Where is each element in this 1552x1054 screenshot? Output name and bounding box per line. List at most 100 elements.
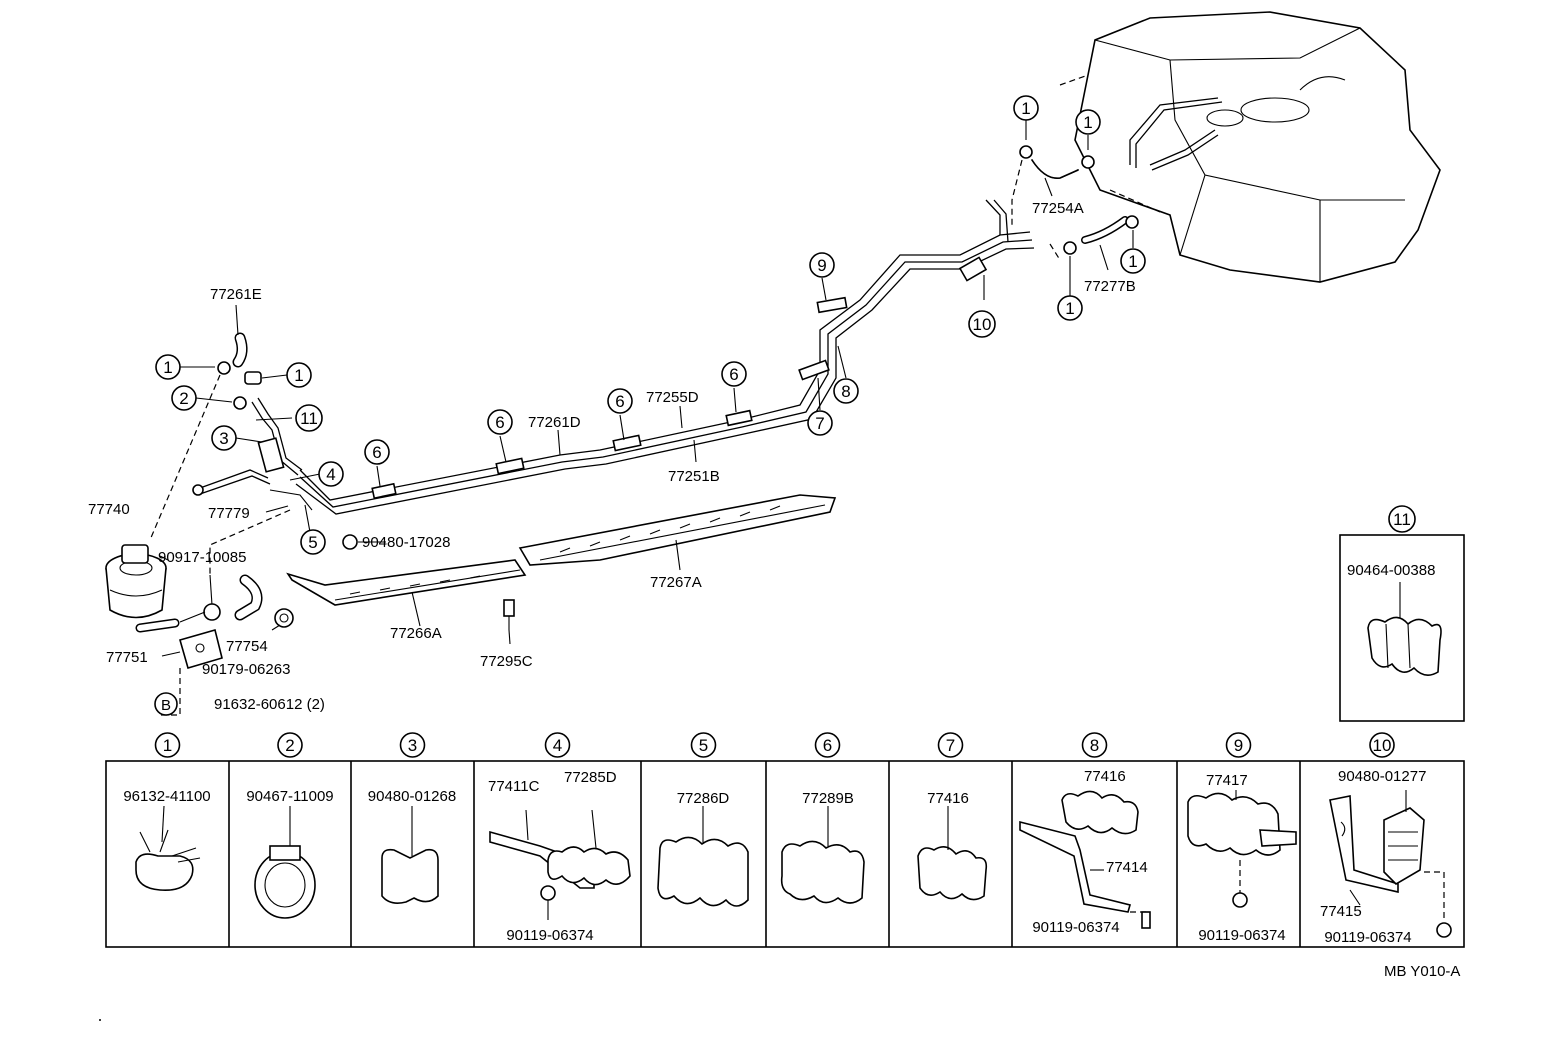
svg-text:1: 1 (1083, 113, 1092, 132)
tank-hoses (1011, 120, 1139, 261)
callout-circles: 1 1 2 11 3 4 5 6 6 6 6 7 8 9 10 1 1 1 1 … (154, 95, 1146, 716)
callout-1-d: 1 (1075, 109, 1101, 135)
svg-text:3: 3 (219, 429, 228, 448)
callout-1-a: 1 (155, 354, 181, 380)
svg-text:1: 1 (1128, 252, 1137, 271)
table-part-label: 90480-01268 (368, 788, 456, 805)
svg-text:6: 6 (729, 365, 738, 384)
svg-text:4: 4 (326, 465, 335, 484)
table-header-3: 3 (399, 732, 426, 758)
inset-part-11: 11 90464-00388 (1339, 505, 1465, 722)
table-part-label: 77286D (677, 790, 730, 807)
label-77254A: 77254A (1032, 200, 1084, 217)
table-header-num: 6 (823, 736, 832, 755)
callout-6-c: 6 (607, 388, 633, 414)
table-header-num: 4 (553, 736, 562, 755)
label-77261E: 77261E (210, 286, 262, 303)
table-part-drawings (135, 790, 1452, 938)
diagram-code: MB Y010-A (1384, 963, 1460, 980)
table-header-num: 7 (946, 736, 955, 755)
table-header-num: 8 (1090, 736, 1099, 755)
table-part-label: 96132-41100 (123, 788, 210, 805)
label-77779: 77779 (208, 505, 250, 522)
callout-2: 2 (171, 385, 197, 411)
callout-1-f: 1 (1057, 295, 1083, 321)
svg-text:B: B (161, 697, 171, 714)
table-header-8: 8 (1081, 732, 1108, 758)
table-header-num: 10 (1373, 736, 1392, 755)
callout-6-b: 6 (487, 409, 513, 435)
table-header-num: 1 (163, 736, 172, 755)
svg-text:11: 11 (300, 409, 318, 428)
label-77751: 77751 (106, 649, 148, 666)
table-headers: 1 2 3 4 5 6 7 8 9 10 (154, 732, 1395, 758)
svg-text:6: 6 (615, 392, 624, 411)
svg-text:6: 6 (495, 413, 504, 432)
svg-text:7: 7 (815, 414, 824, 433)
table-header-num: 2 (285, 736, 294, 755)
callout-10: 10 (968, 310, 996, 338)
callout-1-e: 1 (1120, 248, 1146, 274)
label-77754: 77754 (226, 638, 268, 655)
table-header-6: 6 (814, 732, 841, 758)
parts-table (105, 760, 1465, 948)
svg-text:1: 1 (1065, 299, 1074, 318)
label-90480-17028: 90480-17028 (362, 534, 450, 551)
label-77277B: 77277B (1084, 278, 1136, 295)
label-77251B: 77251B (668, 468, 720, 485)
table-header-7: 7 (937, 732, 964, 758)
label-90179-06263: 90179-06263 (202, 661, 290, 678)
callout-1-b: 1 (286, 362, 312, 388)
table-header-2: 2 (277, 732, 303, 758)
table-part-label: 77414 (1106, 859, 1148, 876)
fuel-pipes (295, 199, 1035, 515)
leader-lines (159, 177, 1134, 657)
table-part-label: 90119-06374 (506, 927, 593, 944)
table-part-label: 77416 (927, 790, 969, 807)
callout-4: 4 (318, 461, 344, 487)
label-77740: 77740 (88, 501, 130, 518)
svg-text:9: 9 (817, 256, 826, 275)
svg-text:1: 1 (294, 366, 303, 385)
callout-6-d: 6 (721, 361, 747, 387)
svg-text:10: 10 (973, 315, 992, 334)
svg-text:11: 11 (1393, 510, 1411, 529)
fuel-pump-assembly (105, 332, 358, 716)
label-90917-10085: 90917-10085 (158, 549, 246, 566)
label-77255D: 77255D (646, 389, 699, 406)
table-part-label: 77411C (488, 778, 540, 795)
table-part-label: 77285D (564, 769, 617, 786)
part-labels: 77261E 77740 77779 90480-17028 90917-100… (88, 200, 1136, 713)
table-header-num: 3 (408, 736, 417, 755)
table-part-label: 77417 (1206, 772, 1248, 789)
table-header-num: 5 (699, 736, 708, 755)
label-77266A: 77266A (390, 625, 442, 642)
table-part-label: 90119-06374 (1032, 919, 1119, 936)
svg-text:1: 1 (1021, 99, 1030, 118)
label-77295C: 77295C (480, 653, 533, 670)
table-part-label: 77289B (802, 790, 854, 807)
table-header-5: 5 (690, 732, 717, 758)
svg-text:2: 2 (179, 389, 188, 408)
table-part-label: 77415 (1320, 903, 1362, 920)
pipe-covers (286, 494, 837, 630)
svg-text:8: 8 (841, 382, 850, 401)
callout-8: 8 (833, 378, 859, 404)
svg-text:90464-00388: 90464-00388 (1347, 562, 1435, 579)
table-header-1: 1 (154, 732, 181, 758)
table-part-label: 90119-06374 (1324, 929, 1411, 946)
svg-text:6: 6 (372, 443, 381, 462)
table-part-label: 77416 (1084, 768, 1126, 785)
fuel-tank (1074, 11, 1441, 283)
callout-11-a: 11 (295, 404, 323, 432)
table-header-num: 9 (1234, 736, 1243, 755)
callout-6-a: 6 (364, 439, 390, 465)
callout-3: 3 (211, 425, 237, 451)
label-91632-60612: 91632-60612 (2) (214, 696, 325, 713)
table-header-9: 9 (1225, 732, 1252, 758)
svg-text:1: 1 (163, 358, 172, 377)
callout-9: 9 (809, 252, 835, 278)
table-part-label: 90119-06374 (1198, 927, 1285, 944)
callout-5: 5 (300, 529, 326, 555)
